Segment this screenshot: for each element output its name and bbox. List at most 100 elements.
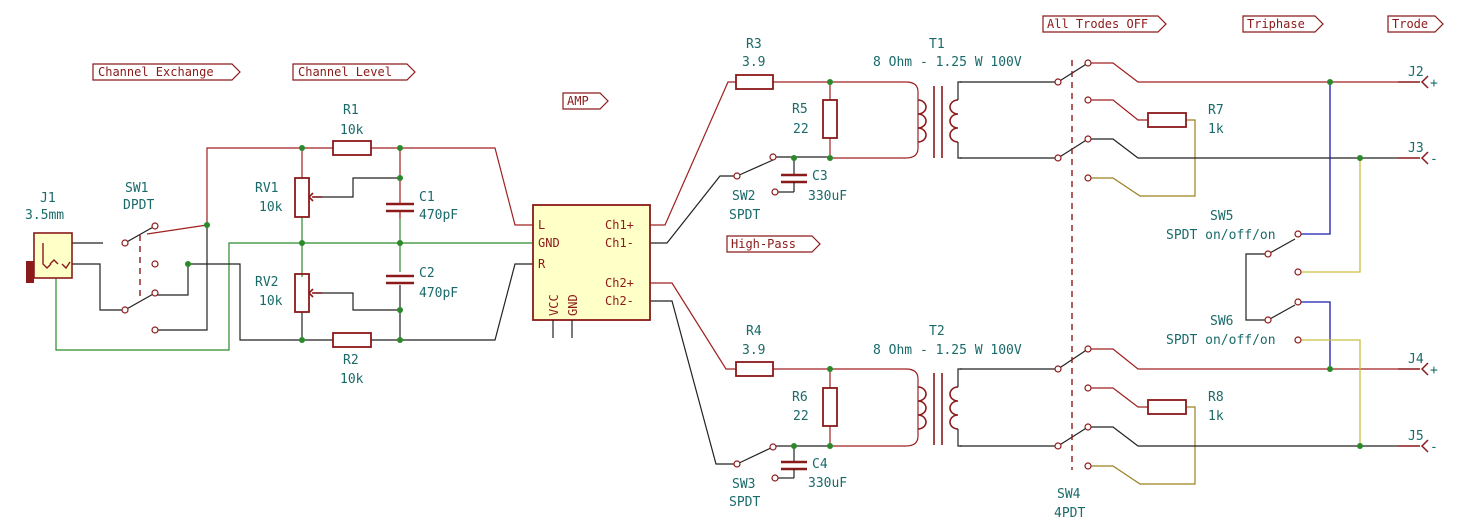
- connector-j4: J4 +: [1398, 352, 1438, 378]
- transformer-t2: T2 8 Ohm - 1.25 W 100V: [873, 324, 1022, 447]
- svg-text:J4: J4: [1408, 352, 1424, 367]
- resistor-r7: R7 1k: [1147, 103, 1224, 137]
- sw3-switch: SW3 SPDT: [729, 443, 779, 510]
- svg-text:J3: J3: [1408, 141, 1424, 156]
- resistor-r5: R5 22: [792, 99, 838, 139]
- wires: [55, 60, 1398, 485]
- svg-text:J5: J5: [1408, 429, 1424, 444]
- svg-text:GND: GND: [566, 294, 580, 316]
- svg-text:R6: R6: [792, 390, 808, 405]
- label-trode: Trode: [1387, 15, 1444, 33]
- resistor-r6: R6 22: [792, 387, 838, 427]
- sw5-switch: SW5 SPDT on/off/on: [1166, 209, 1302, 276]
- svg-text:SW3: SW3: [732, 477, 755, 492]
- svg-text:470pF: 470pF: [419, 208, 458, 223]
- capacitor-c3: C3 330uF: [781, 169, 847, 204]
- resistor-r8: R8 1k: [1147, 390, 1224, 424]
- svg-text:8 Ohm - 1.25 W 100V: 8 Ohm - 1.25 W 100V: [873, 343, 1022, 358]
- svg-text:+: +: [1430, 76, 1438, 91]
- svg-text:470pF: 470pF: [419, 286, 458, 301]
- resistor-r2: R2 10k: [332, 332, 372, 387]
- svg-text:330uF: 330uF: [808, 476, 847, 491]
- svg-text:8 Ohm - 1.25 W 100V: 8 Ohm - 1.25 W 100V: [873, 55, 1022, 70]
- capacitor-c2: C2 470pF: [386, 266, 458, 301]
- junction-dots: [185, 79, 1363, 449]
- svg-text:1k: 1k: [1208, 409, 1224, 424]
- j1-ref: J1: [40, 191, 56, 206]
- svg-text:Ch2-: Ch2-: [605, 294, 634, 308]
- svg-text:All Trodes OFF: All Trodes OFF: [1047, 17, 1148, 31]
- svg-text:SPDT: SPDT: [729, 495, 760, 510]
- svg-text:J2: J2: [1408, 65, 1424, 80]
- svg-text:Trode: Trode: [1392, 17, 1428, 31]
- svg-text:Channel Exchange: Channel Exchange: [98, 65, 214, 79]
- svg-text:+: +: [1430, 363, 1438, 378]
- svg-text:High-Pass: High-Pass: [731, 237, 796, 251]
- svg-text:10k: 10k: [259, 294, 283, 309]
- svg-text:R5: R5: [792, 102, 808, 117]
- capacitor-c4: C4 330uF: [781, 457, 847, 491]
- resistor-r3: R3 3.9: [735, 37, 774, 90]
- label-triphase: Triphase: [1242, 15, 1324, 33]
- sw1-ref: SW1: [125, 181, 148, 196]
- svg-text:SPDT on/off/on: SPDT on/off/on: [1166, 228, 1276, 243]
- label-high-pass: High-Pass: [726, 235, 821, 253]
- svg-text:-: -: [1430, 152, 1438, 167]
- svg-text:R7: R7: [1208, 103, 1224, 118]
- amplifier-block: L GND R Ch1+ Ch1- Ch2+ Ch2- VCC GND: [532, 204, 651, 338]
- svg-text:22: 22: [793, 122, 809, 137]
- connector-j3: J3 -: [1398, 141, 1438, 167]
- sw6-switch: SW6 SPDT on/off/on: [1166, 298, 1302, 348]
- svg-text:RV1: RV1: [255, 181, 278, 196]
- svg-text:SPDT on/off/on: SPDT on/off/on: [1166, 333, 1276, 348]
- svg-text:Channel Level: Channel Level: [298, 65, 392, 79]
- j1-audio-jack: J1 3.5mm: [25, 191, 73, 283]
- svg-text:R2: R2: [343, 353, 359, 368]
- svg-text:4PDT: 4PDT: [1054, 506, 1085, 521]
- label-all-trodes-off: All Trodes OFF: [1042, 15, 1167, 33]
- svg-text:VCC: VCC: [547, 294, 561, 316]
- svg-text:T1: T1: [929, 37, 945, 52]
- potentiometer-rv1: RV1 10k: [255, 177, 322, 218]
- svg-text:R8: R8: [1208, 390, 1224, 405]
- svg-text:SW6: SW6: [1210, 314, 1233, 329]
- connector-j5: J5 -: [1398, 429, 1438, 455]
- svg-text:10k: 10k: [259, 200, 283, 215]
- svg-text:Ch1-: Ch1-: [605, 236, 634, 250]
- svg-text:22: 22: [793, 409, 809, 424]
- svg-text:RV2: RV2: [255, 275, 278, 290]
- svg-text:3.9: 3.9: [742, 55, 765, 70]
- svg-text:C4: C4: [812, 457, 828, 472]
- svg-text:R3: R3: [746, 37, 762, 52]
- svg-text:R: R: [538, 257, 546, 271]
- svg-text:SW2: SW2: [732, 189, 755, 204]
- svg-text:3.9: 3.9: [742, 343, 765, 358]
- label-channel-exchange: Channel Exchange: [92, 63, 241, 81]
- label-amp: AMP: [562, 92, 609, 110]
- svg-text:330uF: 330uF: [808, 189, 847, 204]
- svg-text:T2: T2: [929, 324, 945, 339]
- svg-text:C3: C3: [812, 169, 828, 184]
- potentiometer-rv2: RV2 10k: [255, 273, 322, 313]
- svg-text:SW5: SW5: [1210, 209, 1233, 224]
- sw1-value: DPDT: [123, 198, 154, 213]
- sw1-switch: SW1 DPDT: [121, 181, 159, 334]
- sw2-switch: SW2 SPDT: [729, 153, 779, 223]
- svg-text:-: -: [1430, 440, 1438, 455]
- j1-value: 3.5mm: [25, 208, 64, 223]
- capacitor-c1: C1 470pF: [386, 190, 458, 223]
- svg-text:GND: GND: [538, 236, 560, 250]
- svg-text:C2: C2: [419, 266, 435, 281]
- svg-text:SW4: SW4: [1057, 487, 1081, 502]
- resistor-r4: R4 3.9: [735, 324, 774, 377]
- transformer-t1: T1 8 Ohm - 1.25 W 100V: [873, 37, 1022, 159]
- svg-text:L: L: [538, 218, 545, 232]
- svg-text:R1: R1: [343, 103, 359, 118]
- svg-text:Triphase: Triphase: [1247, 17, 1305, 31]
- resistor-r1: R1 10k: [332, 103, 372, 156]
- svg-text:Ch2+: Ch2+: [605, 276, 634, 290]
- svg-text:10k: 10k: [340, 372, 364, 387]
- svg-text:C1: C1: [419, 190, 435, 205]
- svg-text:AMP: AMP: [567, 94, 589, 108]
